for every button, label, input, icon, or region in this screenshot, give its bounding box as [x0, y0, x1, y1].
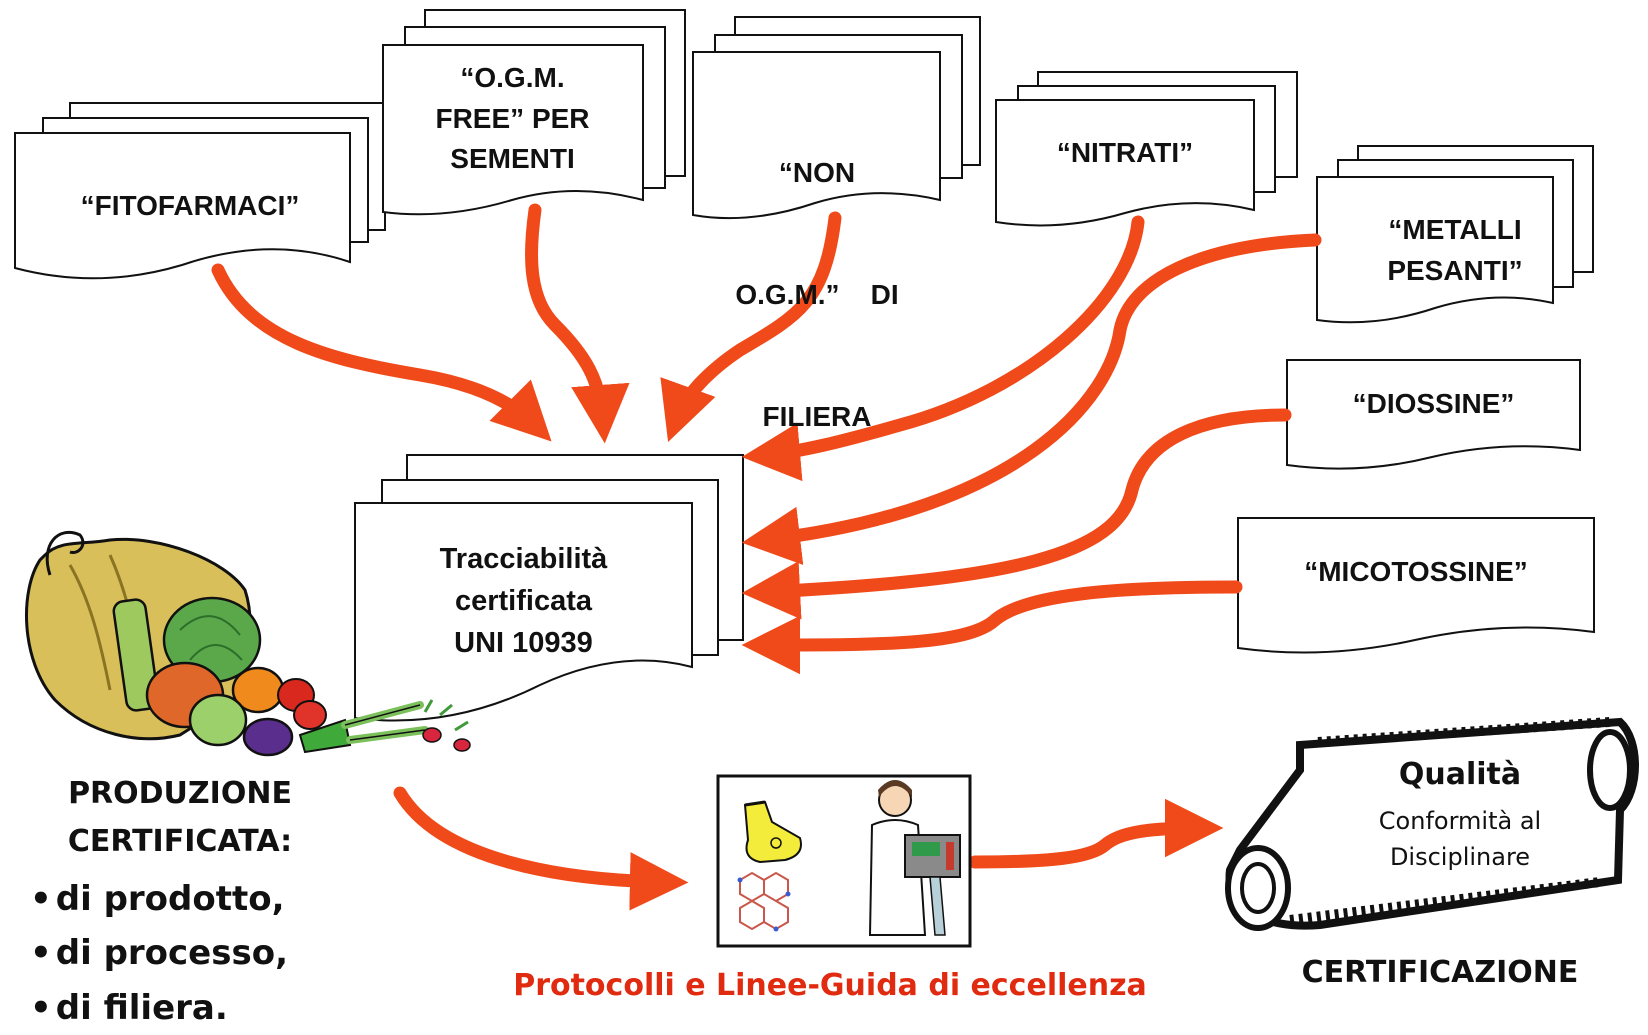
label-nitrati: “NITRATI” — [996, 133, 1254, 174]
doc-stack-non-ogm — [692, 16, 981, 220]
production-title-line2: CERTIFICATA: — [67, 824, 293, 859]
arrow-diossine — [741, 408, 1292, 620]
arrow-metalli — [741, 233, 1322, 565]
doc-stack-tracciabilita — [354, 454, 744, 722]
arrow-micotossine — [741, 580, 1243, 675]
label-non-ogm-line3: FILIERA — [762, 400, 872, 432]
scroll-subtitle-line1: Conformità al — [1378, 807, 1542, 835]
label-ogm-free-line3: SEMENTI — [450, 143, 575, 175]
bullet-item: di prodotto, — [30, 872, 330, 926]
arrow-non-ogm — [660, 211, 842, 443]
production-title-line1: PRODUZIONE — [68, 776, 292, 811]
scroll-title: Qualità — [1398, 757, 1522, 792]
label-tracciabilita-line2: certificata — [454, 585, 592, 618]
label-ogm-free: “O.G.M. FREE” PER SEMENTI — [385, 58, 640, 180]
label-nitrati-text: “NITRATI” — [1056, 137, 1194, 168]
arrows — [211, 203, 1322, 911]
protocol-label: Protocolli e Linee-Guida di eccellenza — [513, 968, 1147, 1003]
label-metalli: “METALLI PESANTI” — [1335, 210, 1575, 291]
label-tracciabilita-line3: UNI 10939 — [454, 627, 593, 660]
production-title: PRODUZIONE CERTIFICATA: — [30, 770, 330, 866]
doc-stack-metalli — [1316, 145, 1594, 324]
label-diossine: “DIOSSINE” — [1287, 384, 1580, 425]
scientist-icon — [868, 780, 961, 936]
bullet-item: di processo, — [30, 926, 330, 980]
arrow-ogm-free — [525, 203, 630, 444]
arrow-nitrati — [741, 215, 1145, 482]
certification-label: CERTIFICAZIONE — [1301, 955, 1579, 990]
bullet-item-text: di prodotto, — [55, 879, 285, 919]
label-fitofarmaci-text: “FITOFARMACI” — [80, 190, 300, 221]
production-bullets: di prodotto, di processo, di filiera. — [30, 872, 330, 1035]
label-diossine-text: “DIOSSINE” — [1352, 388, 1515, 419]
scroll-icon — [1225, 717, 1639, 931]
doc-micotossine — [1237, 517, 1595, 654]
molecule-icon — [737, 871, 791, 932]
cornucopia-icon — [25, 530, 471, 757]
label-ogm-free-line1: “O.G.M. — [460, 62, 565, 93]
label-tracciabilita-line1: Tracciabilità — [439, 543, 608, 575]
label-tracciabilita: Tracciabilità certificata UNI 10939 — [355, 538, 692, 664]
bullet-item-text: di processo, — [55, 933, 288, 974]
production-block: PRODUZIONE CERTIFICATA: di prodotto, di … — [30, 770, 330, 1035]
label-ogm-free-line2: FREE” PER — [435, 102, 590, 134]
doc-stack-nitrati — [995, 71, 1298, 227]
label-micotossine: “MICOTOSSINE” — [1238, 552, 1594, 593]
doc-diossine — [1286, 359, 1581, 470]
label-metalli-line2: PESANTI” — [1387, 254, 1523, 286]
label-non-ogm-line2: O.G.M.” DI — [735, 278, 899, 310]
doc-stack-fitofarmaci — [14, 102, 386, 280]
flask-icon — [743, 800, 802, 864]
label-non-ogm: “NON O.G.M.” DI FILIERA — [693, 72, 941, 478]
label-metalli-line1: “METALLI — [1388, 214, 1522, 245]
scroll-text: Qualità Conformità al Disciplinare — [1320, 752, 1600, 875]
arrow-fitofarmaci — [211, 263, 552, 442]
label-fitofarmaci: “FITOFARMACI” — [30, 186, 350, 227]
lab-box — [716, 774, 972, 948]
scroll-subtitle-line2: Disciplinare — [1389, 843, 1531, 871]
label-non-ogm-line1: “NON — [778, 157, 856, 189]
arrow-lab-to-certification — [968, 798, 1224, 869]
label-micotossine-text: “MICOTOSSINE” — [1304, 556, 1528, 587]
bullet-item: di filiera. — [30, 981, 330, 1035]
arrow-production-to-lab — [393, 786, 689, 911]
doc-stack-ogm-free — [382, 9, 686, 216]
bullet-item-text: di filiera. — [55, 987, 228, 1028]
